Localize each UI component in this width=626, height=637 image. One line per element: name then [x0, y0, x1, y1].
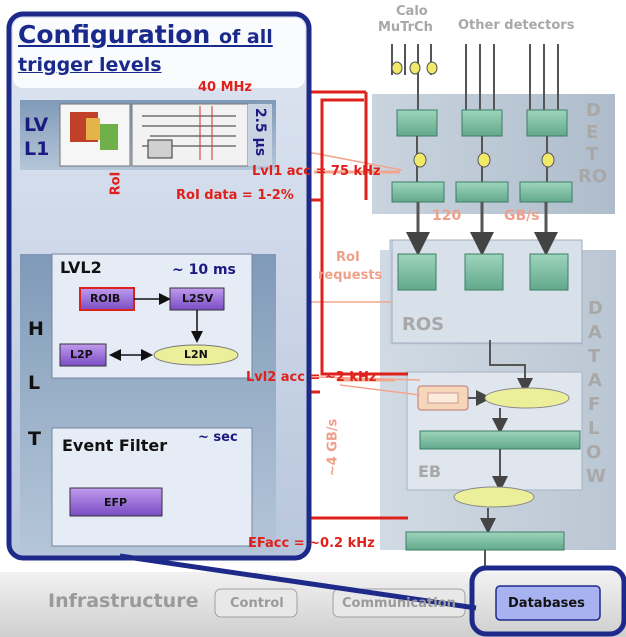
detro-letter-e: E: [586, 122, 599, 143]
eb-sfi-node: [484, 387, 570, 409]
dataflow-letter-1: D: [588, 298, 603, 319]
readout-boxes: [391, 181, 573, 203]
detro-letter-t: T: [586, 144, 599, 165]
efp-label: EFP: [104, 496, 128, 509]
rate-120: 120: [432, 208, 462, 224]
hlt-h: H: [28, 318, 44, 340]
salmon-arrows: [314, 170, 400, 382]
calo-graphic-green: [100, 124, 118, 150]
l2n-label: L2N: [184, 348, 208, 361]
lvl1-label-b: L1: [24, 138, 50, 160]
ros-to-eb-link: [489, 340, 533, 394]
detro-letter-d: D: [586, 100, 601, 121]
roib-label: ROIB: [90, 292, 121, 305]
frontend-boxes: [396, 109, 568, 137]
dataflow-letter-4: A: [588, 370, 602, 391]
rate-4gbs: ~4 GB/s: [325, 418, 341, 477]
databases-button[interactable]: Databases: [508, 596, 585, 611]
lvl1-label-a: LV: [24, 114, 49, 136]
control-button-bg: [214, 588, 298, 618]
storage-bar: [405, 531, 565, 551]
lvl1-time-tab: [248, 104, 272, 166]
l2p-box: [59, 343, 107, 367]
rate-40mhz: 40 MHz: [198, 80, 252, 95]
mutrch-label: MuTrCh: [378, 20, 433, 35]
readout-arrows: [406, 202, 558, 256]
config-title-line2: trigger levels: [18, 54, 162, 76]
dataflow-letter-7: O: [586, 442, 602, 463]
ef-node: [453, 486, 535, 508]
hlt-l: L: [28, 372, 41, 394]
l2n-node: [153, 344, 239, 366]
lvl1-nodes: [413, 152, 555, 168]
lvl1-time: 2.5 µs: [252, 107, 269, 157]
dataflow-letter-5: F: [588, 394, 601, 415]
dataflow-letter-2: A: [588, 322, 602, 343]
eb-label: EB: [418, 462, 442, 481]
config-title-main: Configuration: [18, 20, 211, 49]
config-panel-title-bg: [13, 18, 305, 88]
other-detectors-label: Other detectors: [458, 18, 575, 33]
hlt-t: T: [28, 428, 41, 450]
calo-label: Calo: [396, 4, 428, 19]
l2p-label: L2P: [70, 348, 93, 361]
muon-graphic: [142, 106, 236, 160]
ros-boxes: [397, 253, 569, 291]
ros-label: ROS: [402, 314, 445, 335]
dataflow-letter-6: L: [588, 418, 600, 439]
calo-graphic-highlight: [86, 118, 100, 140]
detro-letter-ro: RO: [578, 166, 608, 187]
rate-lvl1-acc: Lvl1 acc = 75 kHz: [252, 164, 381, 179]
databases-outline: [469, 565, 626, 637]
ef-block: [51, 427, 253, 547]
detector-nodes: [391, 61, 438, 75]
roi-requests-line1: RoI: [336, 250, 360, 265]
config-title-suffix: of all: [218, 26, 273, 48]
rate-roi-data: RoI data = 1-2%: [176, 188, 294, 203]
config-to-db-connector: [119, 553, 477, 611]
dataflow-letter-8: W: [586, 466, 606, 487]
control-button[interactable]: Control: [230, 596, 284, 611]
lvl2-time: ~ 10 ms: [172, 262, 236, 278]
lvl2-title: LVL2: [60, 258, 102, 277]
ef-title: Event Filter: [62, 436, 168, 455]
communication-button-bg: [332, 588, 466, 618]
efp-box: [69, 487, 163, 517]
eb-input-inner: [427, 392, 459, 404]
l2sv-label: L2SV: [182, 292, 214, 305]
dataflow-letter-3: T: [588, 346, 601, 367]
config-title: Configuration of all: [18, 20, 273, 49]
ef-time: ~ sec: [198, 430, 238, 445]
roi-vertical-label: RoI: [108, 171, 124, 196]
infrastructure-label: Infrastructure: [48, 590, 199, 612]
eb-bar: [419, 430, 581, 450]
rate-lvl2-acc: Lvl2 acc = ~2 kHz: [246, 370, 377, 385]
communication-button[interactable]: Communication: [342, 596, 456, 611]
rate-efacc: EFacc = ~0.2 kHz: [248, 536, 375, 551]
roi-requests-line2: requests: [318, 268, 383, 283]
rate-120-unit: GB/s: [504, 208, 540, 224]
databases-button-bg: [495, 585, 601, 621]
